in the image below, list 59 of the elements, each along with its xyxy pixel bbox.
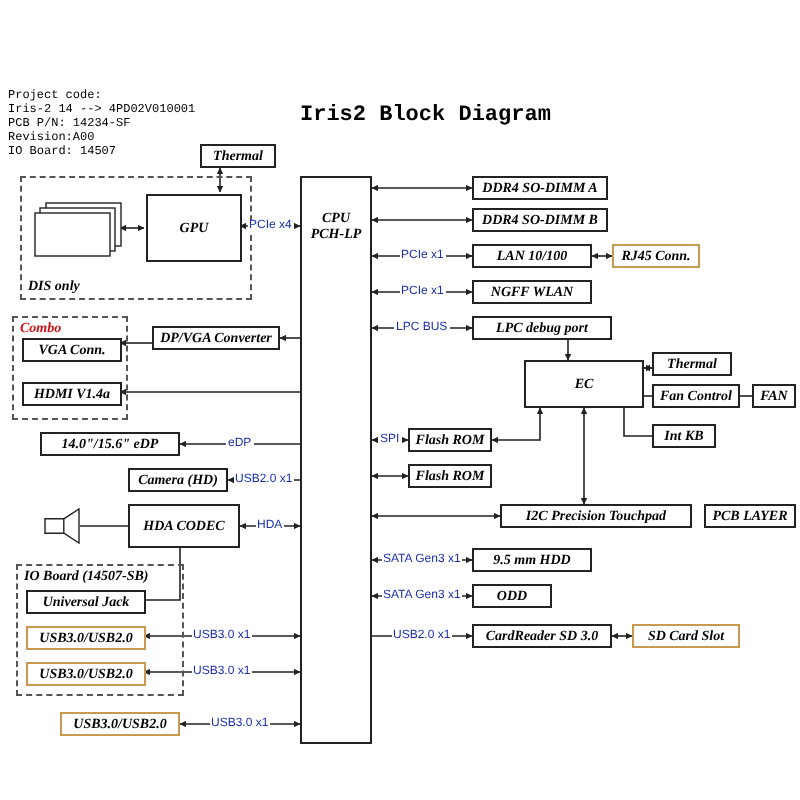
arrow [216,167,224,193]
component-box [472,244,592,268]
component-box [704,504,796,528]
component-box [652,384,740,408]
component-box [524,360,644,408]
component-box [632,624,740,648]
component-box [472,176,608,200]
component-box [472,548,592,572]
connector-line [643,395,653,397]
stacked-chip-boxes [34,202,122,258]
component-box [652,352,732,376]
arrow [371,216,473,224]
arrow [591,252,613,260]
component-box [152,326,280,350]
component-box [26,626,146,650]
arrow [491,407,544,444]
arrow [119,224,145,232]
connector-line [143,547,181,601]
connector-line [739,395,753,397]
arrow [564,339,572,361]
component-box [26,662,146,686]
component-box [200,144,276,168]
diagram-title: Iris2 Block Diagram [300,104,551,128]
component-box [26,590,146,614]
arrow [371,512,501,520]
speaker-icon [44,508,80,544]
dashed-group-frame [20,176,252,300]
component-box [472,584,552,608]
arrow [643,364,653,372]
component-box [652,424,716,448]
arrow [371,184,473,192]
component-box [128,468,228,492]
component-box [22,338,122,362]
component-box [408,464,492,488]
arrow [580,407,588,505]
dashed-group-frame [16,564,184,696]
component-box [128,504,240,548]
component-box [408,428,492,452]
component-box [146,194,242,262]
arrow [179,440,301,448]
dashed-group-frame [12,316,128,420]
connector-line [79,525,129,527]
component-box [22,382,122,406]
arrow [279,334,301,342]
component-box [472,316,612,340]
component-box [60,712,180,736]
arrow [119,388,301,396]
component-box [300,176,372,744]
component-box [472,208,608,232]
arrow [611,632,633,640]
component-box [612,244,700,268]
arrow [119,339,153,347]
connector-line [623,407,653,437]
component-box [40,432,180,456]
component-box [472,280,592,304]
component-box [500,504,692,528]
component-box [472,624,612,648]
arrow [371,472,409,480]
component-box [752,384,796,408]
